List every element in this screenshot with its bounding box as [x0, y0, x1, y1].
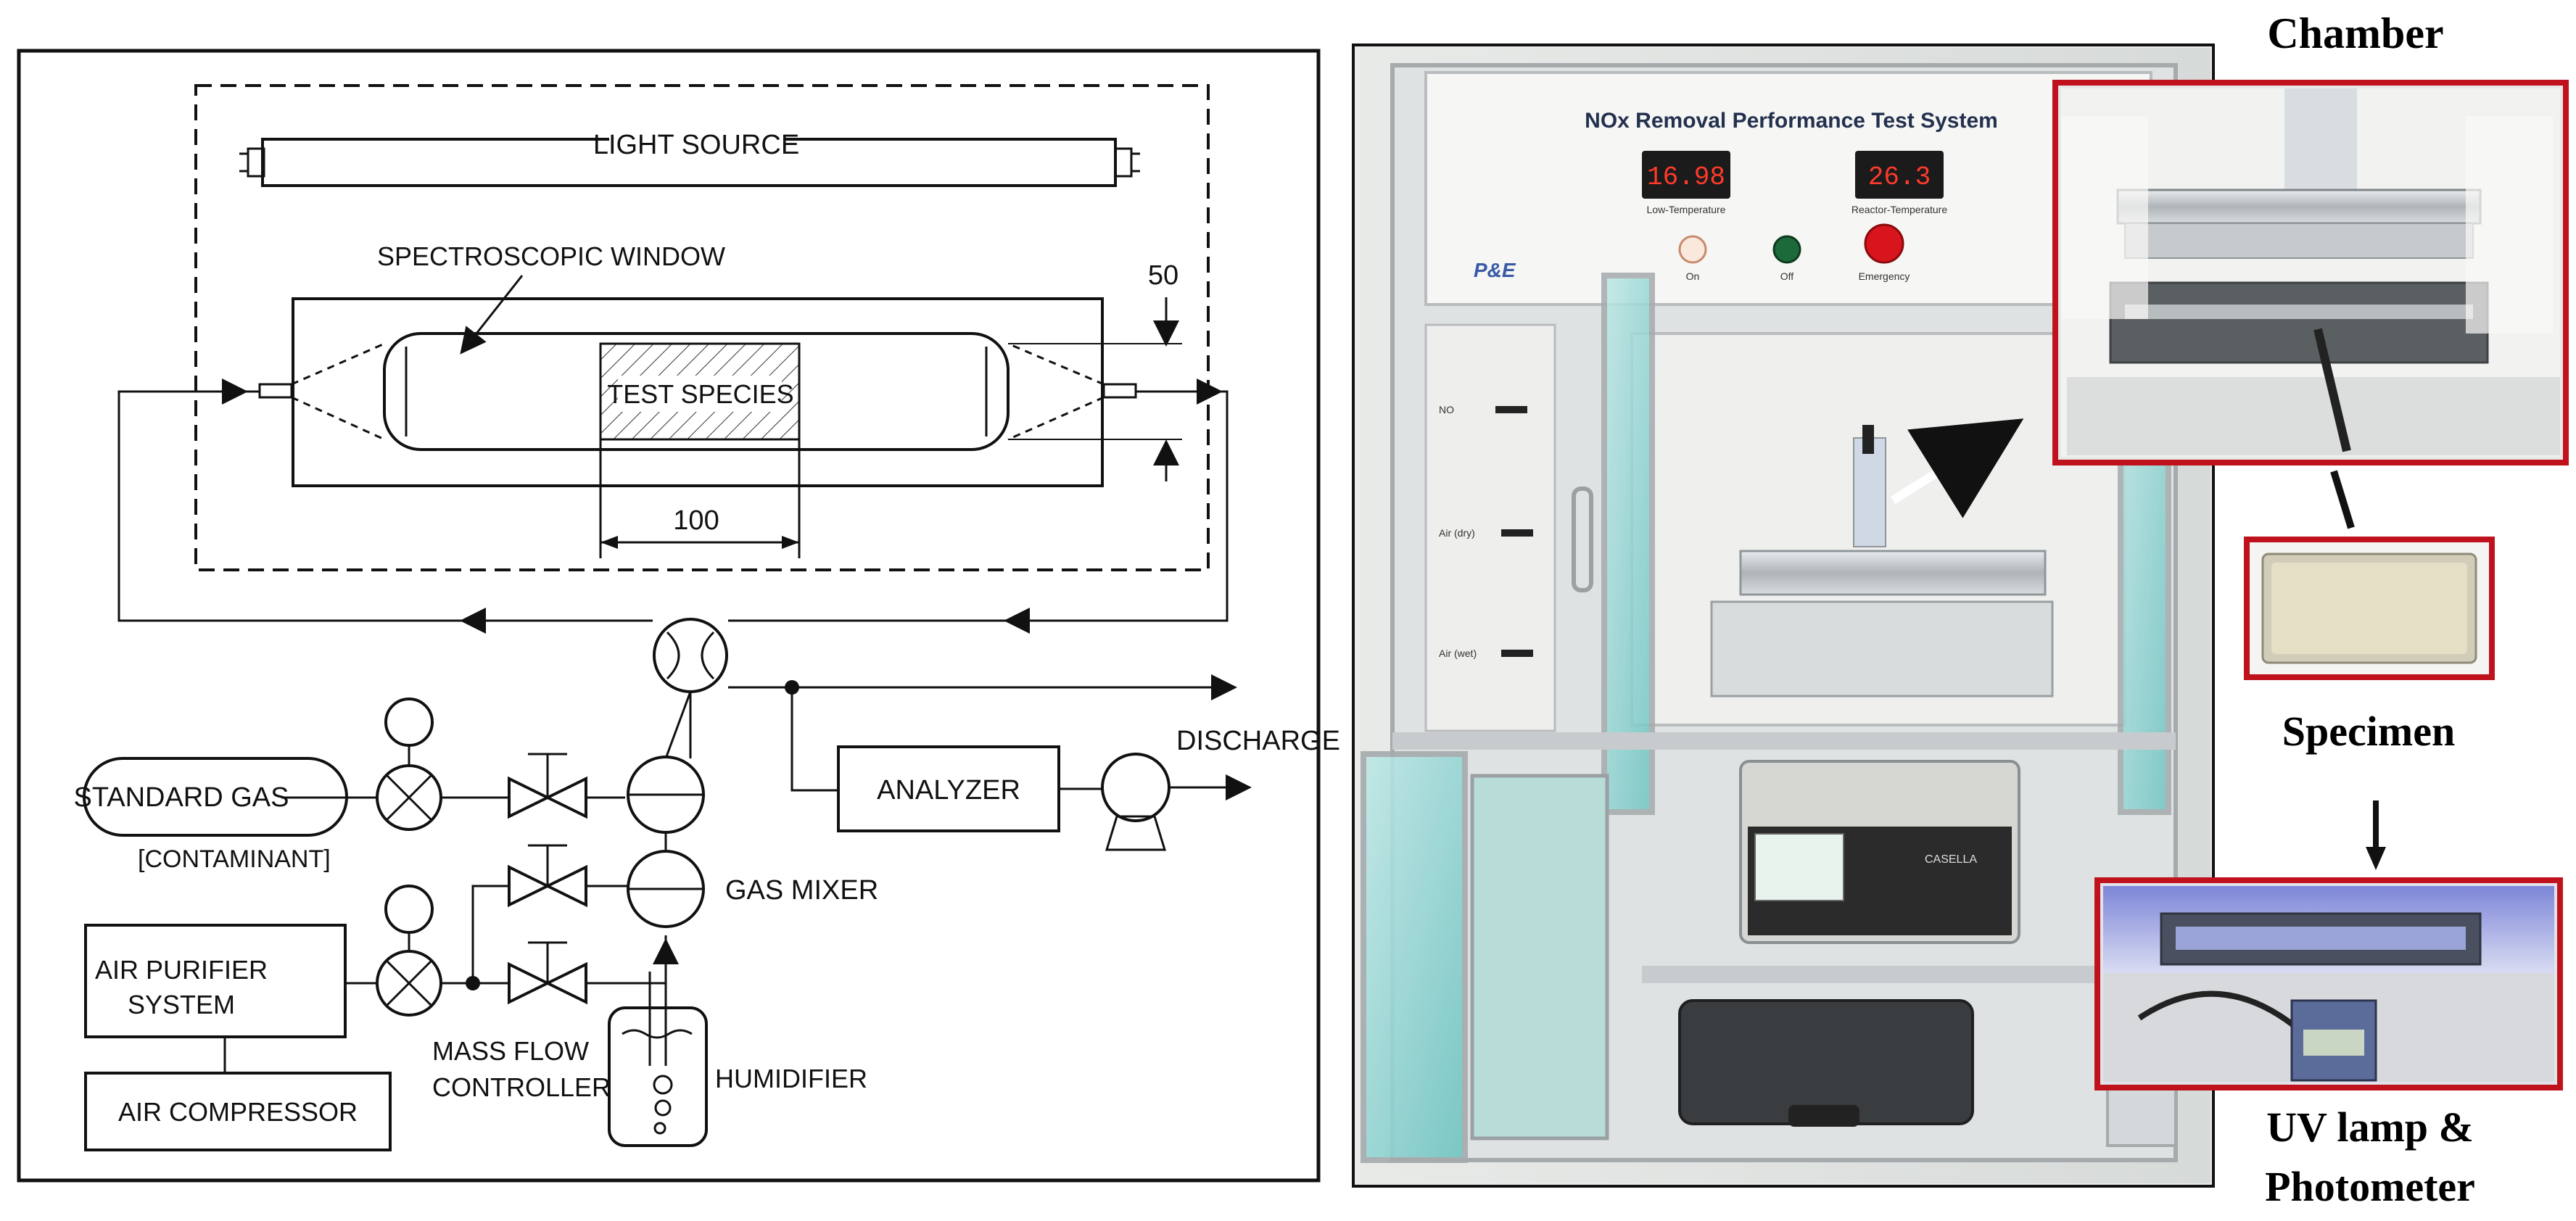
lower-left-glass	[1361, 751, 1468, 1163]
reactor-lid	[1739, 550, 2047, 596]
air-compressor-label: AIR COMPRESSOR	[118, 1097, 358, 1127]
light-source-label: LIGHT SOURCE	[593, 130, 799, 160]
pump-icon	[1101, 753, 1171, 822]
air-purifier-label-1: AIR PURIFIER	[95, 955, 268, 985]
on-button-label: On	[1686, 270, 1700, 282]
door-handle	[1572, 487, 1593, 592]
spectroscopic-window-label: SPECTROSCOPIC WINDOW	[377, 241, 725, 271]
air-purifier-label-2: SYSTEM	[128, 990, 235, 1019]
pointer-arrow	[1890, 418, 2024, 518]
emergency-button	[1864, 223, 1904, 264]
switch-no-label: NO	[1439, 404, 1454, 415]
low-temp-display	[1642, 151, 1730, 199]
enclosure-dashed	[194, 84, 1210, 571]
emergency-button-label: Emergency	[1859, 270, 1910, 282]
company-logo: P&E	[1474, 259, 1516, 281]
air-compressor-box	[84, 1072, 392, 1151]
gas-mixer-label: GAS MIXER	[725, 875, 878, 906]
panel-title: NOx Removal Performance Test System	[1585, 109, 1998, 133]
low-temp-label: Low-Temperature	[1647, 204, 1726, 215]
reactor-box	[292, 297, 1104, 487]
detail-insets: Chamber Specimen UV lamp & Photo	[2052, 9, 2569, 1210]
flow-splitter	[653, 618, 728, 693]
standard-gas-label: STANDARD GAS	[73, 782, 289, 813]
mass-flow-label-2: CONTROLLER	[432, 1072, 611, 1102]
switch-no	[1495, 406, 1527, 413]
inset-reactor-lid	[2116, 189, 2482, 225]
glass-vessel	[383, 332, 1010, 451]
uv-label-1: UV lamp &	[2266, 1104, 2474, 1151]
inset-pointer-line	[2313, 328, 2351, 452]
analyzer-label: ANALYZER	[877, 775, 1020, 806]
reactor-temp-value: 26.3	[1868, 162, 1931, 192]
dimension-100: 100	[673, 505, 719, 536]
discharge-label: DISCHARGE	[1176, 726, 1340, 756]
test-species-label: TEST SPECIES	[607, 379, 793, 409]
off-button-label: Off	[1780, 270, 1794, 282]
chamber-label: Chamber	[2267, 9, 2443, 57]
schematic-diagram: LIGHT SOURCE TEST SPECIES SPECTROSCOPIC …	[17, 49, 1340, 1183]
air-purifier-box	[84, 924, 347, 1038]
needle-valve-2-icon	[508, 864, 587, 908]
pressure-gauge-2-icon	[384, 885, 434, 934]
reactor-temp-label: Reactor-Temperature	[1852, 204, 1947, 215]
light-source-tube	[239, 128, 1140, 187]
left-glass-door	[1601, 273, 1655, 815]
pressure-gauge-icon	[384, 698, 434, 747]
analyzer-brand: CASELLA	[1925, 853, 1977, 866]
low-temp-value: 16.98	[1647, 162, 1725, 192]
reactor-temp-display	[1855, 151, 1944, 199]
control-panel	[1424, 71, 2152, 306]
specimen-label: Specimen	[2282, 708, 2455, 755]
needle-valve-icon	[508, 776, 587, 819]
needle-valve-3-icon	[508, 961, 587, 1005]
switch-air-dry	[1501, 529, 1533, 537]
switch-air-dry-label: Air (dry)	[1439, 527, 1475, 539]
switch-panel	[1424, 323, 1556, 732]
on-button	[1678, 235, 1707, 264]
off-button	[1772, 235, 1801, 264]
analyzer-screen	[1754, 833, 1844, 901]
mass-flow-label-1: MASS FLOW	[432, 1036, 589, 1066]
dimension-50: 50	[1148, 260, 1178, 291]
uv-label-2: Photometer	[2265, 1163, 2475, 1210]
humidifier-label: HUMIDIFIER	[715, 1064, 867, 1093]
contaminant-label: [CONTAMINANT]	[138, 845, 331, 873]
switch-air-wet	[1501, 650, 1533, 657]
switch-air-wet-label: Air (wet)	[1439, 647, 1477, 659]
